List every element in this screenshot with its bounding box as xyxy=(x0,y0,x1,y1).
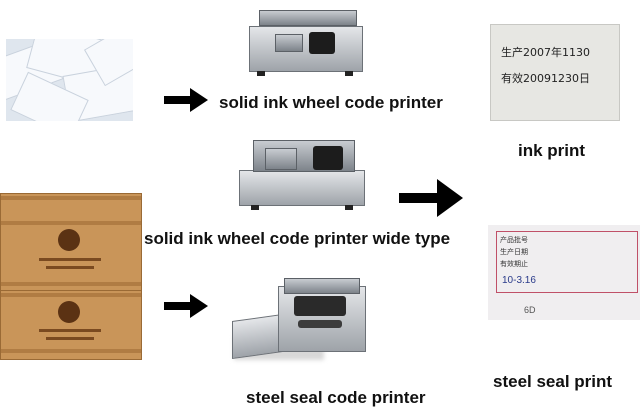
arrow-right-icon xyxy=(164,294,208,318)
seal-print-row-1: 产品批号 xyxy=(500,237,528,244)
arrow-right-icon xyxy=(164,88,208,112)
label-wide-type-printer: solid ink wheel code printer wide type xyxy=(144,229,451,248)
label-steel-seal-printer: steel seal code printer xyxy=(246,388,426,407)
label-steel-seal-print: steel seal print xyxy=(493,372,613,391)
seal-print-bottom-mark: 6D xyxy=(524,305,536,315)
steel-seal-printer-image xyxy=(228,276,368,366)
solid-ink-printer-image xyxy=(245,10,365,86)
label-solid-ink-printer: solid ink wheel code printer xyxy=(219,93,443,112)
seal-print-row-3: 有效期止 xyxy=(500,261,528,268)
carton-image-bottom xyxy=(0,290,142,360)
label-ink-print: ink print xyxy=(518,141,586,160)
ink-print-line-2: 有效20091230日 xyxy=(501,72,590,85)
ink-print-line-1: 生产2007年1130 xyxy=(501,46,590,59)
seal-print-row-2: 生产日期 xyxy=(500,249,528,256)
arrow-right-icon xyxy=(399,179,463,217)
carton-image-top xyxy=(0,193,142,292)
wide-type-printer-image xyxy=(237,140,367,216)
seal-print-handwritten: 10-3.16 xyxy=(502,275,536,286)
steel-seal-print-sample-photo: 产品批号 生产日期 有效期止 10-3.16 6D xyxy=(488,225,640,320)
paper-stack-image xyxy=(6,39,133,121)
ink-print-sample-photo: 生产2007年1130 有效20091230日 xyxy=(490,24,620,121)
